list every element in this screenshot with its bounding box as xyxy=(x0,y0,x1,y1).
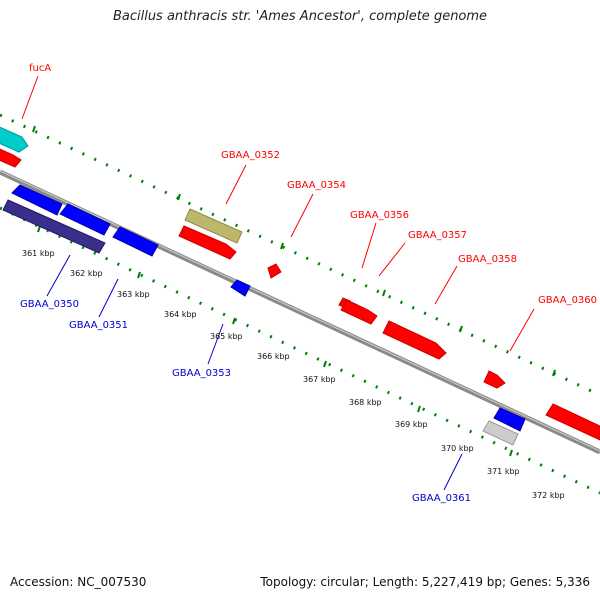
gene-GBAA_0350[interactable] xyxy=(11,184,63,216)
ring-major-ticks xyxy=(32,125,556,457)
tick-label: 365 kbp xyxy=(210,332,243,341)
gene-label-GBAA_0351: GBAA_0351 xyxy=(69,320,128,331)
gene-label-GBAA_0357: GBAA_0357 xyxy=(408,230,467,241)
gene-label-GBAA_0353: GBAA_0353 xyxy=(172,368,231,379)
gene-label-GBAA_0358: GBAA_0358 xyxy=(458,254,517,265)
genome-backbone-highlight xyxy=(0,170,600,452)
tick-label: 362 kbp xyxy=(70,269,103,278)
gene-label-GBAA_0356: GBAA_0356 xyxy=(350,210,409,221)
tick-label: 367 kbp xyxy=(303,375,336,384)
gene-label-fucA: fucA xyxy=(29,63,51,74)
gene-GBAA_0353[interactable] xyxy=(230,279,251,297)
genome-backbone xyxy=(0,169,600,455)
gene-forward-a[interactable] xyxy=(0,147,22,168)
forward-gene-labels: fucA GBAA_0352 GBAA_0354 GBAA_0356 GBAA_… xyxy=(29,63,597,306)
tick-label: 368 kbp xyxy=(349,398,382,407)
gene-GBAA_0352[interactable] xyxy=(184,208,243,244)
tick-label: 361 kbp xyxy=(22,249,55,258)
gene-label-GBAA_0360: GBAA_0360 xyxy=(538,295,597,306)
gene-GBAA_0357[interactable] xyxy=(340,299,378,325)
tick-label: 369 kbp xyxy=(395,420,428,429)
tick-label: 372 kbp xyxy=(532,491,565,500)
reverse-gene-labels: GBAA_0350 GBAA_0351 GBAA_0353 GBAA_0361 xyxy=(20,299,471,504)
gene-label-GBAA_0352: GBAA_0352 xyxy=(221,150,280,161)
gene-GBAA_0358[interactable] xyxy=(382,320,447,360)
tick-label: 364 kbp xyxy=(164,310,197,319)
gene-fucA[interactable] xyxy=(0,125,29,153)
gene-label-GBAA_0354: GBAA_0354 xyxy=(287,180,346,191)
gene-label-GBAA_0350: GBAA_0350 xyxy=(20,299,79,310)
gene-reverse-c[interactable] xyxy=(493,407,526,432)
gene-GBAA_0351[interactable] xyxy=(2,199,106,254)
genome-stats-text: Topology: circular; Length: 5,227,419 bp… xyxy=(260,575,590,589)
label-leaders xyxy=(21,75,535,491)
accession-text: Accession: NC_007530 xyxy=(10,575,147,589)
tick-label: 370 kbp xyxy=(441,444,474,453)
gene-GBAA_0354[interactable] xyxy=(267,263,282,279)
gene-GBAA_0352b[interactable] xyxy=(178,225,237,260)
reverse-genes xyxy=(2,184,526,446)
tick-label: 363 kbp xyxy=(117,290,150,299)
gene-GBAA_0351b[interactable] xyxy=(112,226,159,257)
map-title: Bacillus anthracis str. 'Ames Ancestor',… xyxy=(112,9,488,24)
gene-GBAA_0361[interactable] xyxy=(482,420,519,446)
gene-label-GBAA_0361: GBAA_0361 xyxy=(412,493,471,504)
gene-forward-b[interactable] xyxy=(483,370,506,389)
tick-label: 366 kbp xyxy=(257,352,290,361)
gene-GBAA_0360[interactable] xyxy=(545,403,600,441)
kbp-tick-labels: 361 kbp 362 kbp 363 kbp 364 kbp 365 kbp … xyxy=(22,249,565,500)
forward-genes xyxy=(0,125,600,441)
gene-GBAA_0350b[interactable] xyxy=(59,203,111,236)
tick-label: 371 kbp xyxy=(487,467,520,476)
